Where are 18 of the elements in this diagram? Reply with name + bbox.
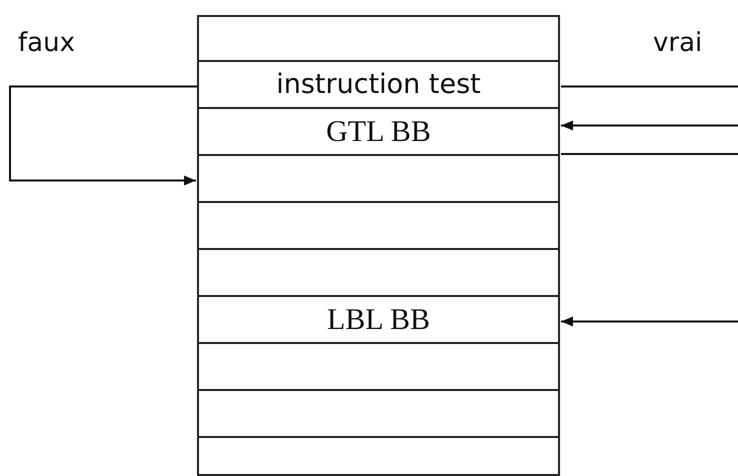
arrow [561,120,738,130]
empty-memory-cell [197,391,560,438]
empty-memory-cell [197,344,560,391]
connector-line [561,86,738,88]
empty-memory-cell [197,250,560,297]
instruction-text: instruction test [276,71,481,98]
empty-memory-cell [197,15,560,62]
empty-memory-cell [197,156,560,203]
arrow [9,86,197,186]
instruction-text: LBL BB [326,304,430,334]
empty-memory-cell [197,438,560,476]
memory-cell [197,297,560,344]
connector-line [561,153,738,155]
memory-cell [197,109,560,156]
arrow [561,316,738,326]
instruction-text: GTL BB [326,116,431,146]
empty-memory-cell [197,203,560,250]
memory-cell [197,62,560,109]
